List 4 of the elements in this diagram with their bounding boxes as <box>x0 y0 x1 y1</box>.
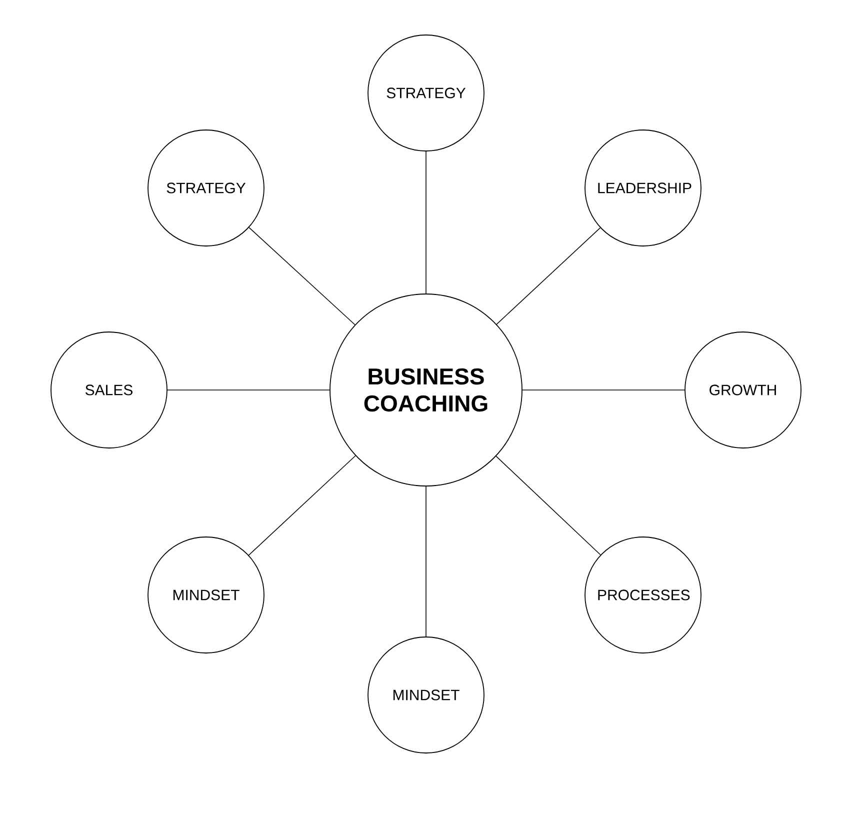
connector-line <box>496 227 601 325</box>
connector-line <box>248 227 356 326</box>
connector-line <box>496 456 601 556</box>
connector-line <box>248 455 356 556</box>
